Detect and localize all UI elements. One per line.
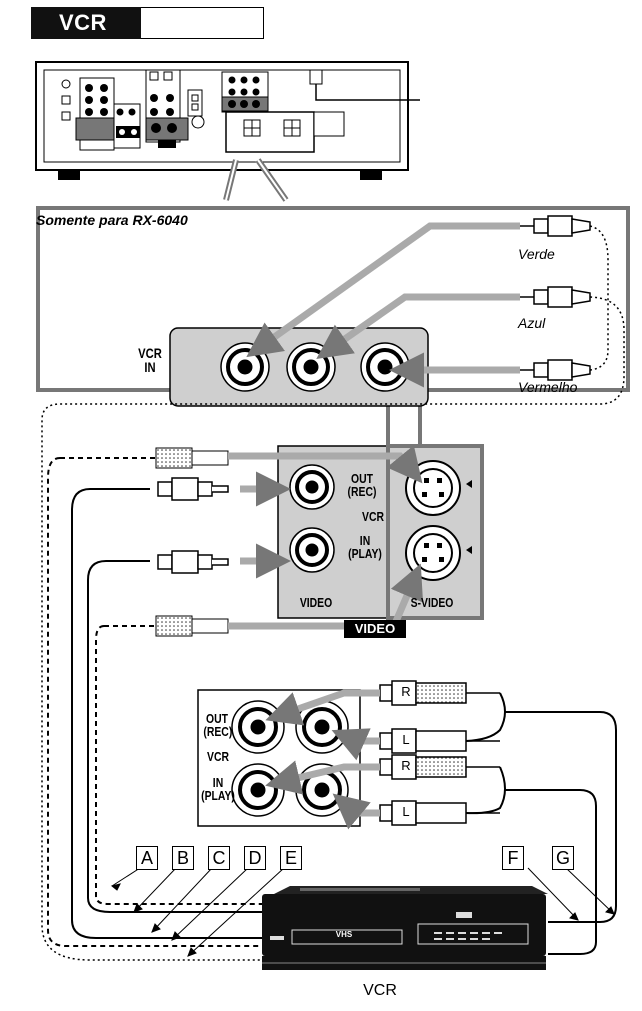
audio-panel (197, 689, 361, 827)
plug-label-r: R (401, 684, 411, 699)
plug-label-l: L (402, 804, 410, 819)
video-out-label: OUT (REC) (347, 471, 377, 499)
audio-vcr-label: VCR (207, 749, 229, 764)
cable-letter-b: B (172, 846, 194, 870)
section-header: VCR (31, 7, 264, 39)
svideo-jack-label: S-VIDEO (410, 595, 454, 610)
video-in-label: IN (PLAY) (348, 533, 382, 561)
plug-label-l: L (402, 732, 410, 747)
svideo-plug-top (60, 445, 423, 484)
callout-title: Somente para RX-6040 (36, 212, 188, 228)
receiver-rear-panel (35, 61, 420, 180)
cable-color-blue: Azul (518, 315, 546, 331)
plug-label-r: R (401, 758, 411, 773)
audio-out-label: OUT (REC) (203, 711, 233, 739)
audio-in-label: IN (PLAY) (201, 775, 235, 803)
rca-plug-red (520, 359, 591, 381)
video-badge: VIDEO (344, 620, 406, 638)
cable-color-red: Vermelho (518, 379, 578, 395)
video-panel (277, 444, 484, 620)
cable-letter-a: A (136, 846, 158, 870)
video-vcr-label: VCR (362, 509, 384, 524)
component-in-label: VCR IN (138, 345, 162, 375)
device-caption: VCR (363, 982, 397, 999)
vcr-brand: VHS (335, 930, 353, 939)
rca-plug-blue (520, 286, 591, 308)
video-plug-bottom (157, 550, 229, 574)
vcr-device (262, 886, 548, 970)
section-title: VCR (31, 7, 141, 39)
cable-letter-d: D (244, 846, 266, 870)
cable-letter-e: E (280, 846, 302, 870)
video-plug-top (157, 477, 229, 501)
cable-letter-f: F (502, 846, 524, 870)
video-jack-label: VIDEO (299, 595, 333, 610)
cable-letter-g: G (552, 846, 574, 870)
rca-plug-green (520, 215, 591, 237)
cable-letter-c: C (208, 846, 230, 870)
component-callout (36, 206, 630, 961)
cable-color-green: Verde (518, 246, 555, 262)
